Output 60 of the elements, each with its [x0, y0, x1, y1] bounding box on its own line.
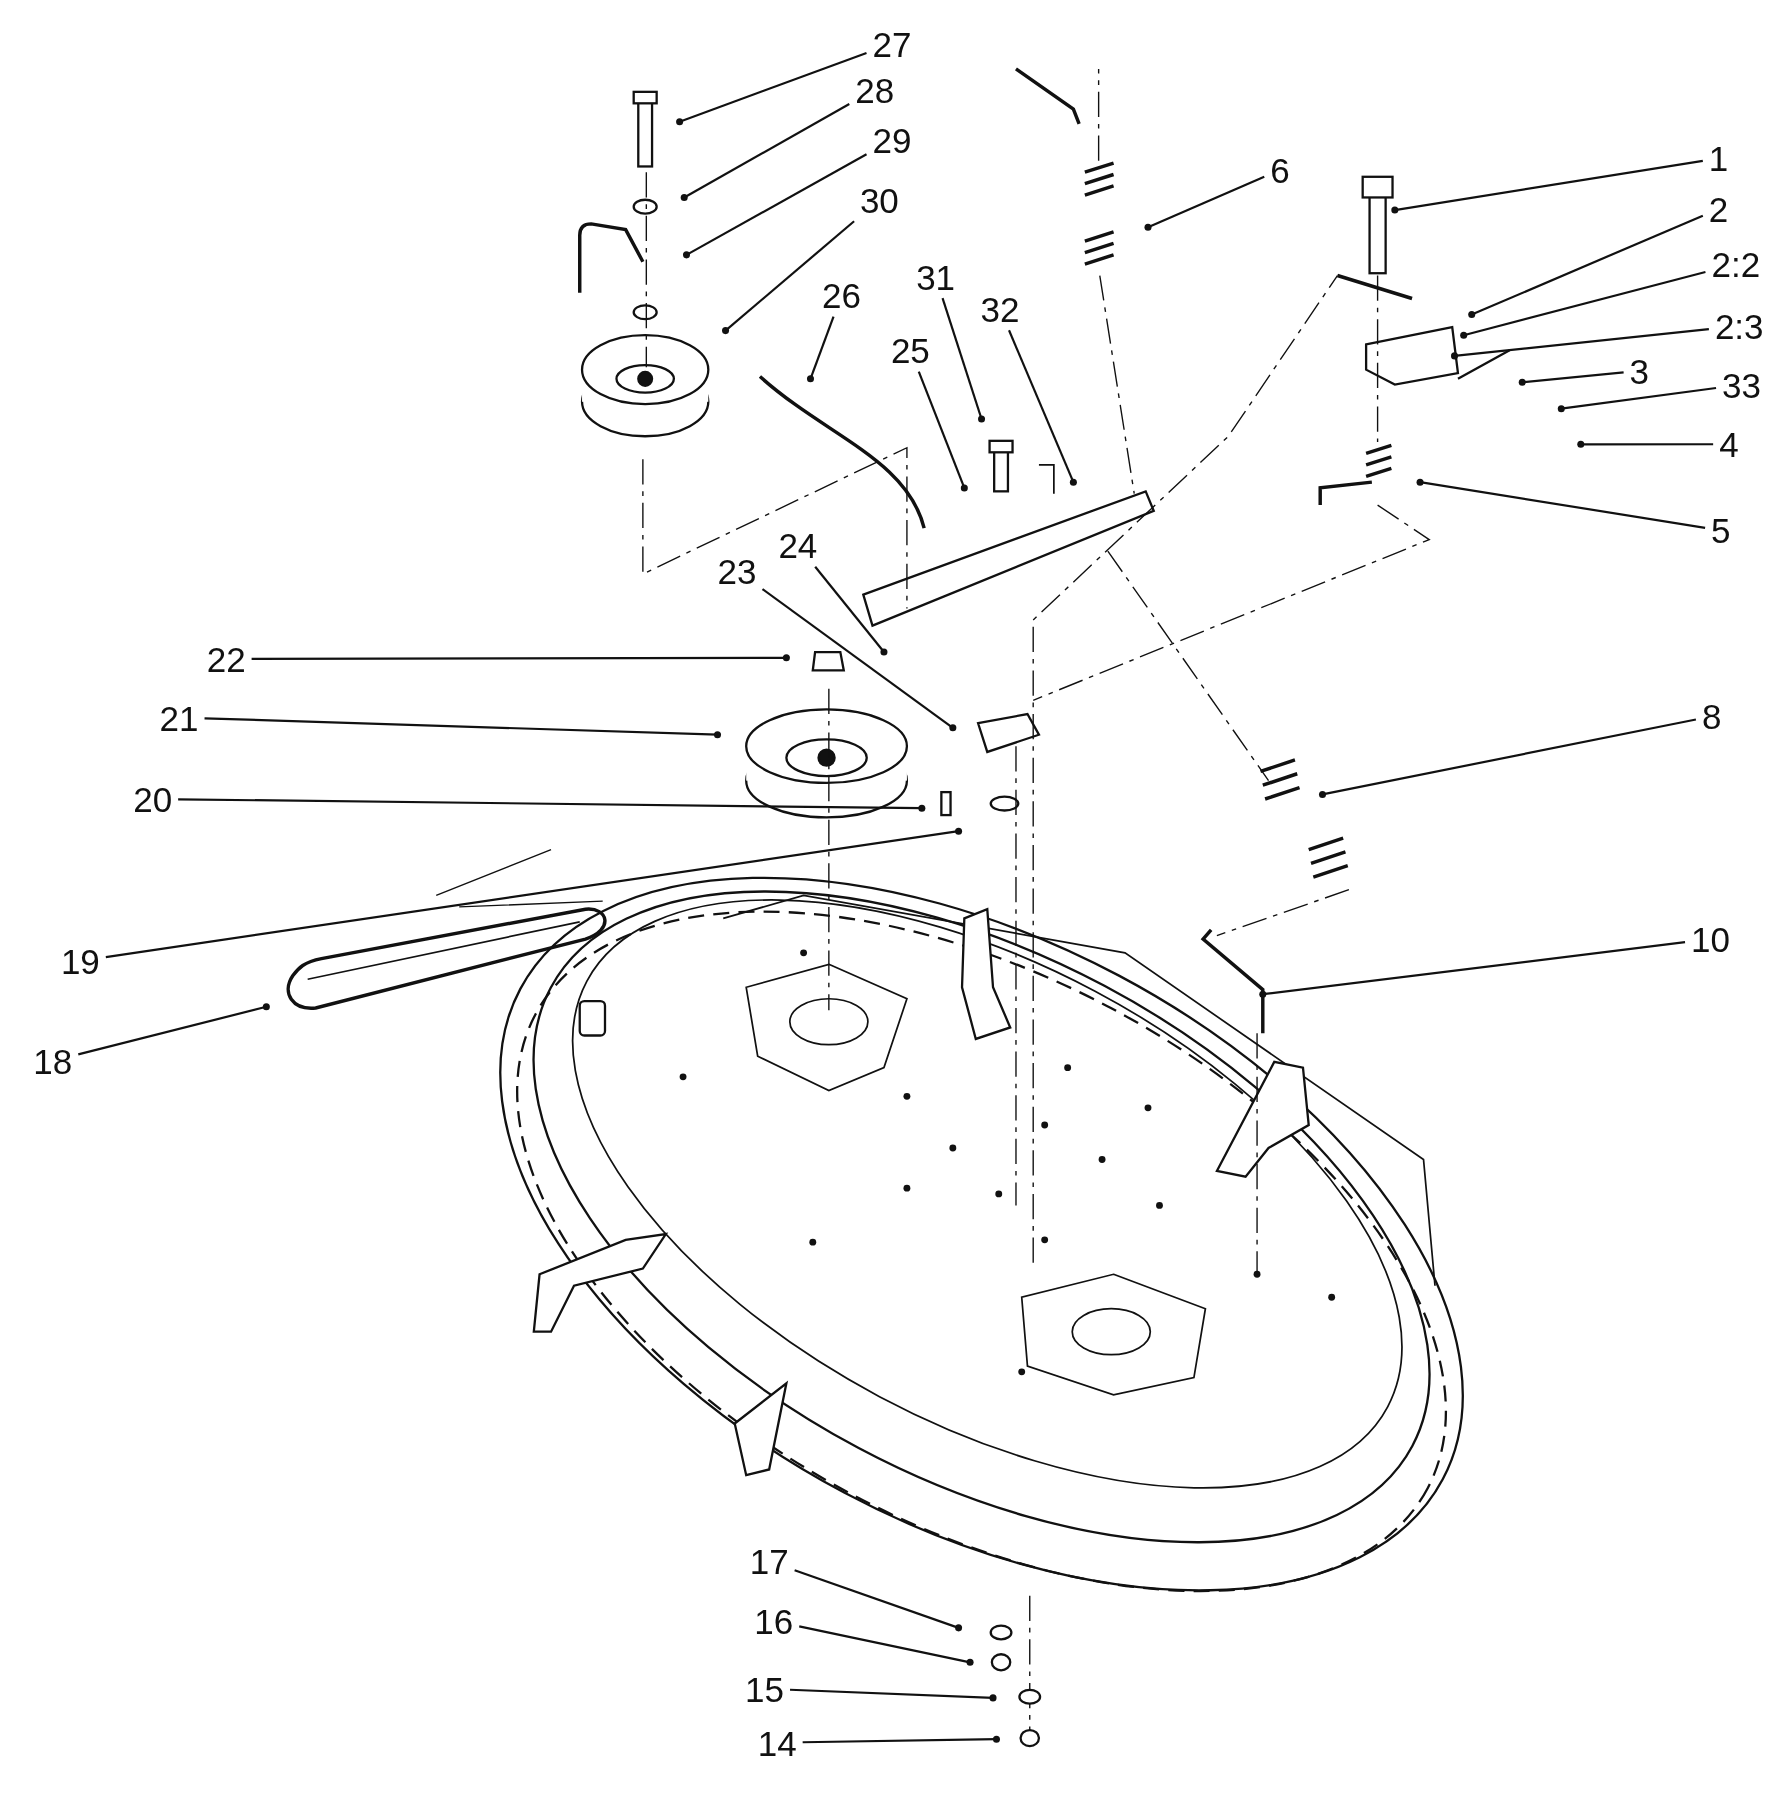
leader-line: [251, 654, 790, 662]
leader-line: [1391, 159, 1703, 214]
leader-line: [917, 371, 968, 492]
callout-number: 22: [206, 641, 246, 677]
leader-line: [1144, 175, 1265, 231]
callout-number: 24: [778, 527, 818, 563]
callout-number: 2: [1708, 191, 1729, 227]
leader-line: [814, 566, 888, 656]
leader-line: [676, 51, 867, 126]
leader-line: [941, 297, 986, 423]
callout-number: 2:3: [1714, 308, 1764, 344]
callout-number: 15: [745, 1671, 785, 1707]
leader-line: [105, 827, 963, 959]
callout-number: 30: [859, 182, 899, 218]
leader-line: [1008, 329, 1077, 486]
leader-line: [204, 717, 721, 739]
callout-number: 18: [33, 1043, 73, 1079]
leader-line: [1460, 270, 1706, 339]
callout-number: 31: [916, 259, 956, 295]
leader-line: [790, 1688, 997, 1702]
leader-line: [1416, 478, 1706, 529]
callout-number: 1: [1708, 140, 1729, 176]
leader-line: [1518, 371, 1624, 386]
callout-number: 28: [855, 72, 895, 108]
callout-number: 21: [159, 700, 199, 735]
leader-line: [722, 220, 855, 335]
callout-number: 26: [822, 277, 861, 313]
callout-number: 14: [757, 1725, 797, 1761]
callout-number: 10: [1691, 921, 1730, 957]
callout-number: 27: [872, 26, 912, 62]
callout-number: 29: [872, 122, 912, 158]
leader-line: [1577, 440, 1714, 448]
callout-number: 6: [1270, 152, 1290, 188]
callout-number: 25: [890, 332, 930, 368]
leader-line: [761, 588, 957, 732]
callout-number: 23: [717, 553, 757, 589]
callout-number: 2:2: [1711, 246, 1761, 282]
leader-line: [1468, 214, 1704, 319]
leader-line: [794, 1569, 963, 1632]
leader-line: [806, 316, 835, 383]
callout-number: 5: [1711, 512, 1731, 548]
callout-number: 32: [980, 291, 1020, 327]
callout-number: 3: [1629, 353, 1650, 389]
leader-line: [1319, 718, 1697, 798]
callout-number: 16: [754, 1603, 794, 1639]
callout-number: 19: [60, 943, 100, 979]
callout-number: 4: [1719, 426, 1739, 462]
callout-number: 33: [1722, 367, 1761, 403]
leader-line: [1259, 941, 1686, 998]
leader-line: [178, 798, 926, 812]
leader-line: [802, 1735, 1000, 1744]
leader-line: [799, 1625, 974, 1666]
leader-line: [1451, 328, 1709, 360]
callout-number: 8: [1701, 698, 1722, 734]
callout-number: 20: [133, 781, 173, 817]
leader-line: [683, 153, 868, 259]
leader-line: [1557, 386, 1717, 413]
leader-line: [78, 1003, 270, 1056]
leader-line: [680, 103, 850, 201]
callout-number: 17: [749, 1543, 789, 1579]
